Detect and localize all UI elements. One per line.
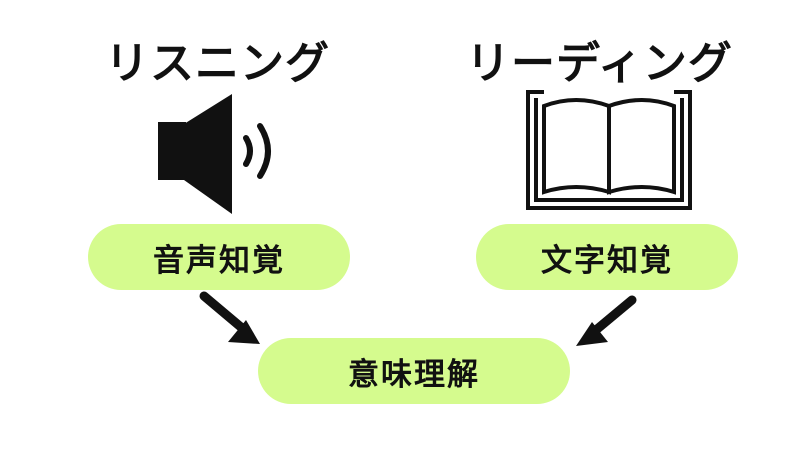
reading-heading: リーディング [466,38,733,89]
comprehension-label: 意味理解 [348,356,480,393]
text-perception-node: 文字知覚 [476,224,738,290]
comprehension-node: 意味理解 [258,338,570,404]
open-book-icon [526,90,692,210]
listening-heading: リスニング [105,38,330,89]
arrow-audio-to-comprehension [199,291,260,344]
audio-perception-label: 音声知覚 [153,242,285,279]
arrow-text-to-comprehension [576,295,637,346]
audio-perception-node: 音声知覚 [88,224,350,290]
speaker-icon [158,94,271,214]
text-perception-label: 文字知覚 [541,242,673,279]
